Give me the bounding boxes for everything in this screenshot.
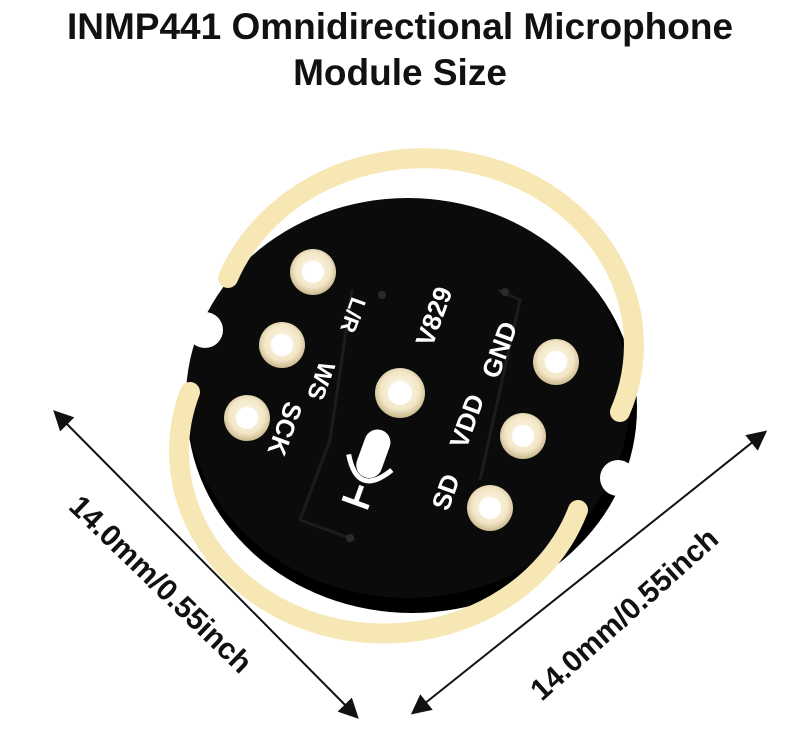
pcb-board: L/R WS SCK V829 GND VDD SD (169, 148, 644, 644)
solder-pad-vdd (500, 413, 546, 459)
page-title: INMP441 Omnidirectional Microphone Modul… (0, 4, 800, 96)
gold-ring-top (218, 148, 644, 422)
title-line-1: INMP441 Omnidirectional Microphone (66, 6, 734, 47)
solder-pad-sck (224, 395, 270, 441)
gold-ring-bottom (169, 382, 588, 644)
solder-pad-gnd (533, 339, 579, 385)
solder-pad-lr (290, 249, 336, 295)
dimension-arrow-left (53, 410, 359, 719)
solder-pad-center (375, 368, 425, 418)
microphone-icon (341, 429, 394, 510)
title-line-2: Module Size (293, 52, 507, 93)
dimension-arrow-right (410, 430, 768, 715)
solder-pad-sd (467, 485, 513, 531)
solder-pad-ws (259, 322, 305, 368)
